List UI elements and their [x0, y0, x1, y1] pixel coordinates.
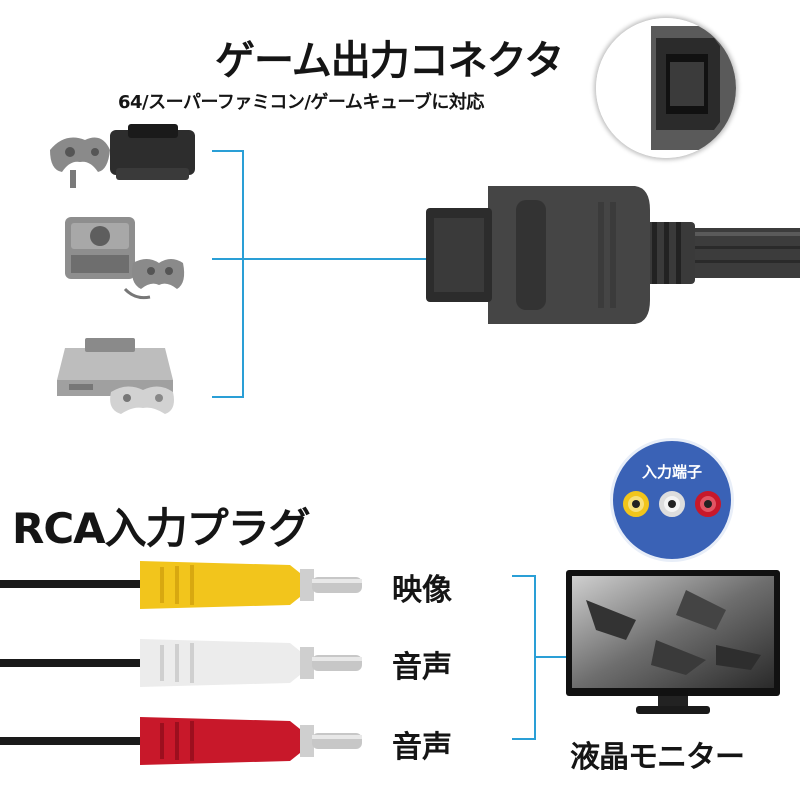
super-famicom-console-icon — [57, 338, 174, 414]
connector-title: ゲーム出力コネクタ — [215, 38, 564, 84]
rca-plug-title: RCA入力プラグ — [12, 504, 311, 553]
multi-out-connector-icon — [426, 186, 800, 324]
yellow-jack-icon — [623, 491, 649, 517]
lcd-monitor-icon — [566, 570, 780, 714]
rca-plugs-illustration — [0, 561, 362, 765]
compatibility-subtitle: 64/スーパーファミコン/ゲームキューブに対応 — [118, 92, 484, 113]
audio-plug-label-2: 音声 — [392, 730, 452, 765]
console-bracket — [212, 150, 244, 398]
rca-bracket — [512, 575, 536, 740]
white-jack-icon — [659, 491, 685, 517]
n64-console-icon — [50, 124, 195, 188]
audio-plug-label-1: 音声 — [392, 650, 452, 685]
lcd-monitor-label: 液晶モニター — [570, 740, 745, 775]
console-link-line — [212, 258, 432, 260]
connector-zoom-circle — [596, 18, 736, 158]
input-terminal-badge: 入力端子 — [610, 438, 734, 562]
rca-link-line — [536, 656, 572, 658]
red-jack-icon — [695, 491, 721, 517]
gamecube-console-icon — [65, 217, 185, 300]
rca-plug-yellow-icon — [0, 561, 362, 609]
input-terminal-label: 入力端子 — [641, 463, 702, 481]
rca-plug-white-icon — [0, 639, 362, 687]
rca-plug-red-icon — [0, 717, 362, 765]
connector-tip-icon — [596, 18, 736, 158]
video-plug-label: 映像 — [392, 573, 452, 608]
